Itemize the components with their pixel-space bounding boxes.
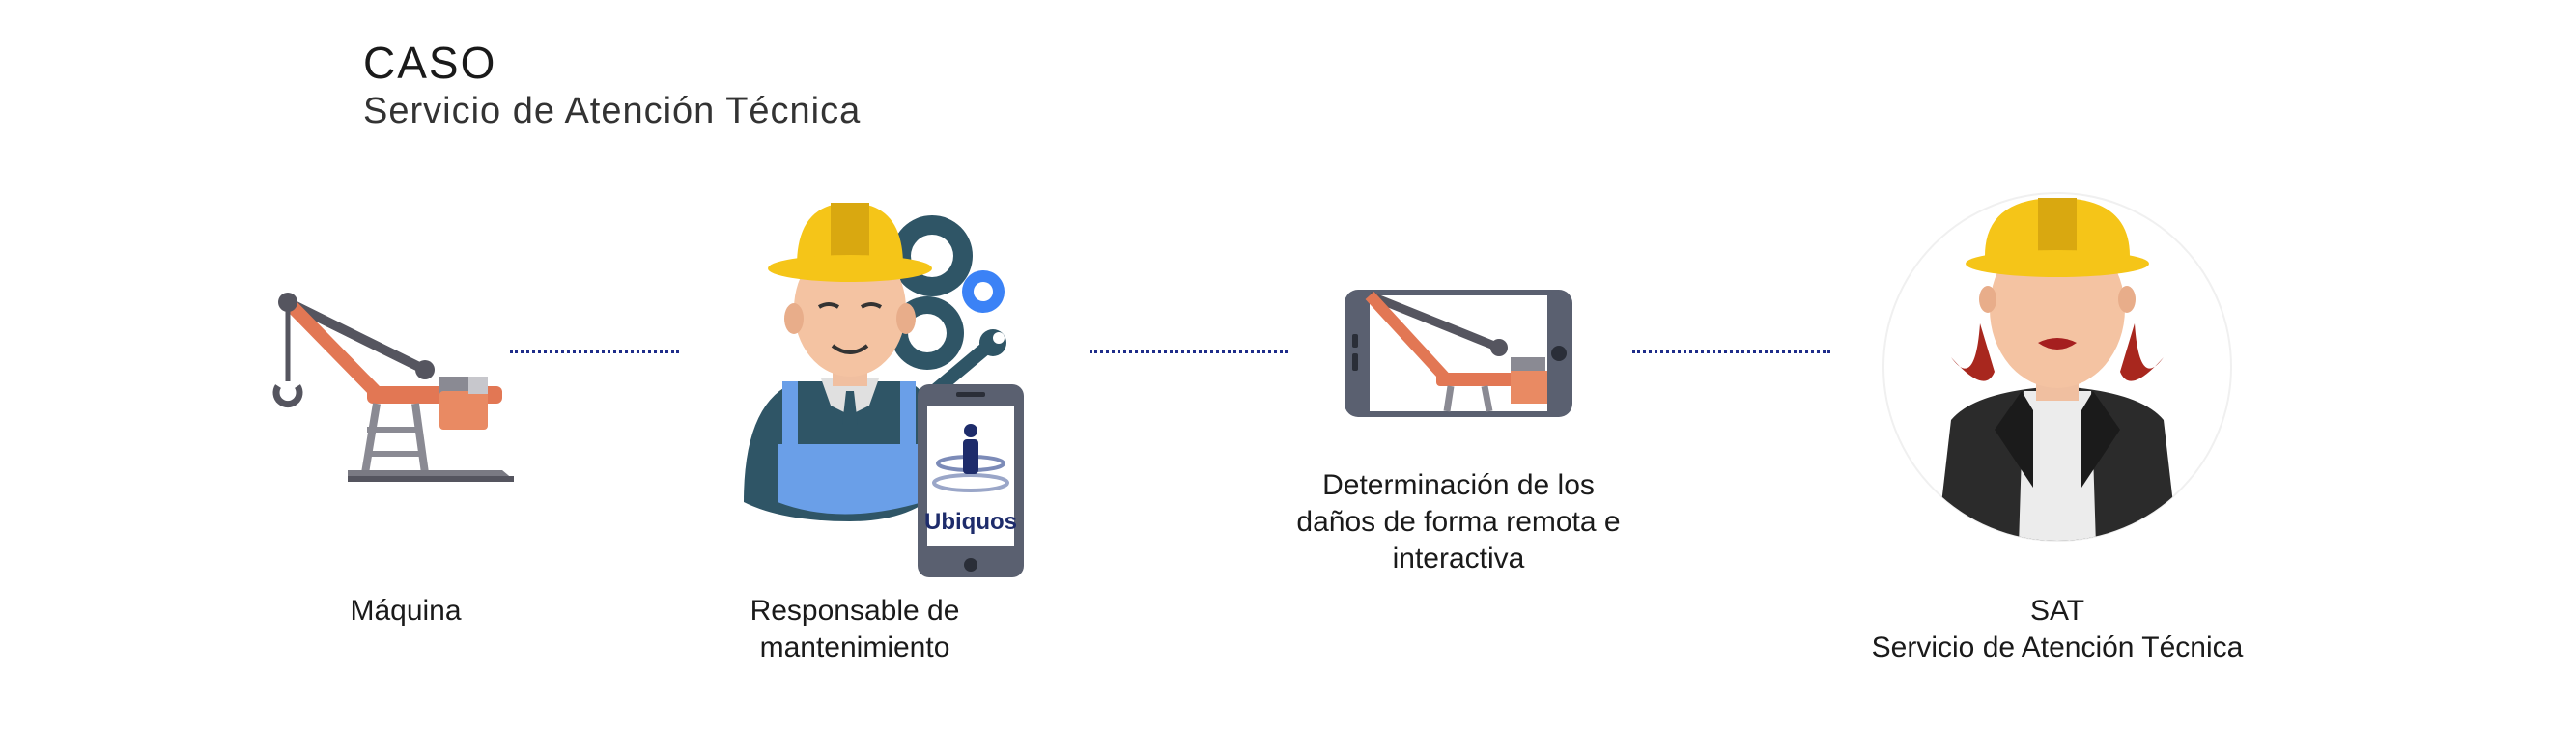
caption-line: SAT bbox=[2029, 595, 2085, 627]
remote-view-phone-icon bbox=[1345, 290, 1572, 417]
wrench-icon bbox=[929, 329, 1006, 397]
caption-line: interactiva bbox=[1392, 543, 1525, 574]
crane-icon bbox=[270, 285, 522, 488]
technician-icon: Ubiquos bbox=[724, 174, 1033, 584]
caption-machine: Máquina bbox=[290, 593, 522, 630]
smartphone-icon: Ubiquos bbox=[918, 384, 1024, 577]
caption-line: Máquina bbox=[350, 595, 462, 627]
case-subtitle: Servicio de Atención Técnica bbox=[363, 90, 862, 131]
page-header: CASO Servicio de Atención Técnica bbox=[363, 39, 861, 135]
connector-line bbox=[1090, 350, 1288, 353]
app-name: Ubiquos bbox=[924, 509, 1017, 535]
caption-line: mantenimiento bbox=[759, 631, 950, 663]
caption-remote: Determinación de los daños de forma remo… bbox=[1256, 467, 1661, 577]
caption-sat: SAT Servicio de Atención Técnica bbox=[1816, 593, 2299, 666]
caption-line: Servicio de Atención Técnica bbox=[1871, 631, 2244, 663]
connector-line bbox=[510, 350, 679, 353]
caption-maintenance: Responsable de mantenimiento bbox=[724, 593, 985, 666]
connector-line bbox=[1632, 350, 1830, 353]
sat-agent-icon bbox=[1879, 188, 2236, 546]
caption-line: daños de forma remota e bbox=[1296, 506, 1621, 538]
caption-line: Determinación de los bbox=[1322, 469, 1595, 501]
case-label: CASO bbox=[363, 38, 497, 88]
caption-line: Responsable de bbox=[750, 595, 960, 627]
